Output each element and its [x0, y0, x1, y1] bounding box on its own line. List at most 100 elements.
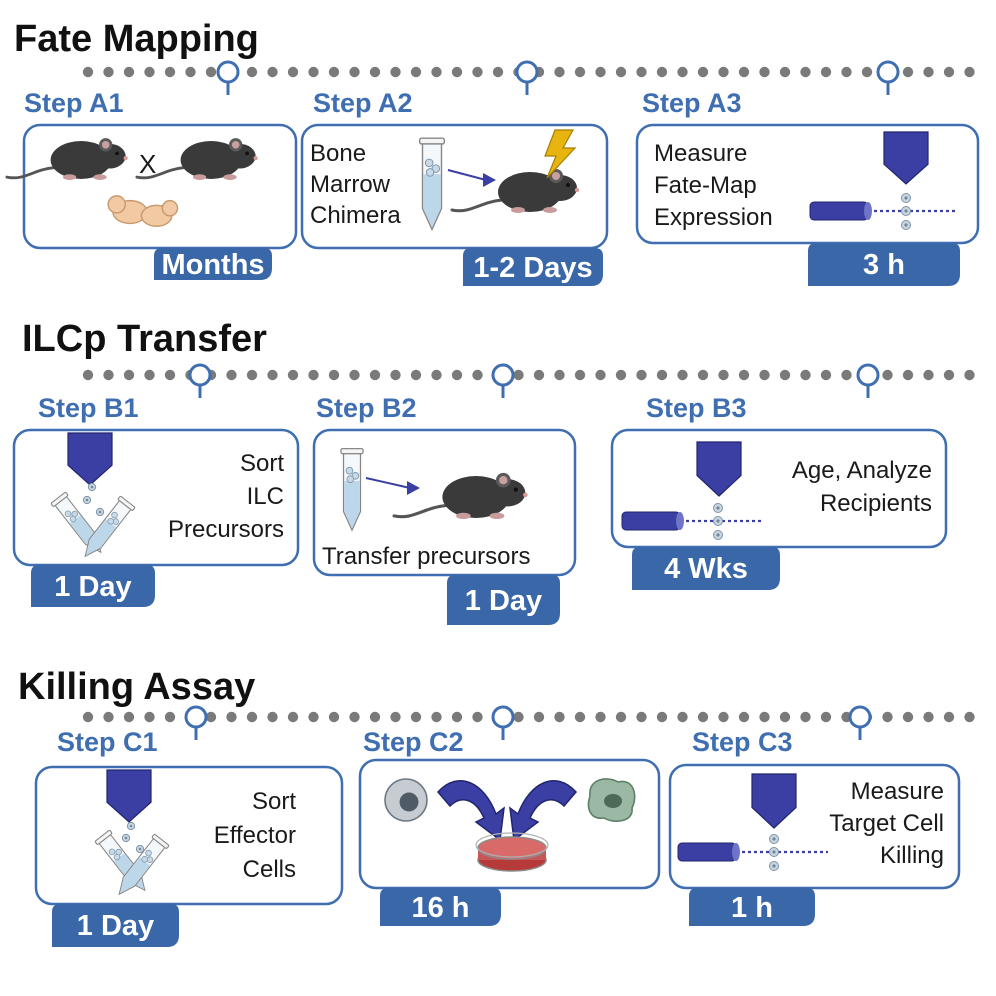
timeline-dot: [513, 369, 524, 381]
timeline-dot: [369, 66, 381, 78]
timeline-dot: [820, 369, 832, 381]
timeline-fate-mapping: [82, 60, 975, 95]
droplet-icon: [901, 206, 911, 216]
timeline-dot: [431, 66, 442, 78]
timeline-dot: [308, 369, 319, 381]
timeline-dot: [287, 711, 299, 723]
timeline-dot: [759, 369, 770, 381]
duration-label: 1 Day: [76, 910, 155, 942]
timeline-dot: [615, 711, 627, 723]
timeline-dot: [267, 711, 278, 723]
duration-tab-shape: [632, 547, 780, 590]
timeline-dot: [246, 711, 258, 723]
timeline-dot: [451, 369, 463, 381]
step-label-a1: Step A1: [24, 88, 124, 118]
embryo-icon: [107, 195, 179, 227]
step-c1-text: Cells: [242, 856, 296, 883]
step-label-b3: Step B3: [646, 393, 747, 423]
timeline-ilcp-transfer: [82, 363, 975, 398]
arrow-icon: [447, 169, 496, 187]
timeline-dot: [205, 711, 217, 723]
droplet-icon: [121, 833, 131, 843]
timeline-dot: [472, 711, 483, 723]
timeline-dot: [472, 66, 483, 78]
timeline-dot: [451, 66, 463, 78]
step-a2-text: Marrow: [310, 171, 391, 198]
duration-tab: [380, 888, 501, 926]
cytometer-nozzle-icon: [106, 769, 152, 823]
a2-step-box: [300, 123, 609, 286]
step-b1-text: Sort: [239, 450, 284, 477]
droplet-icon: [713, 530, 723, 540]
droplet-icon: [126, 821, 136, 831]
timeline-dot: [923, 711, 934, 723]
arrow-icon: [365, 477, 420, 495]
timeline-dot: [943, 66, 955, 78]
tube-icon: [84, 496, 136, 558]
cytometer-nozzle-icon: [883, 131, 929, 185]
timeline-dot: [718, 711, 729, 723]
timeline-pin-icon: [876, 60, 900, 95]
timeline-dot: [390, 711, 401, 723]
laser-icon: [809, 201, 958, 221]
timeline-dot: [246, 369, 258, 381]
duration-tab-shape: [447, 575, 560, 625]
duration-tab: [632, 547, 780, 590]
step-label-a3: Step A3: [642, 88, 742, 118]
curved-arrow-icon: [436, 780, 505, 842]
step-a3-text: Measure: [654, 140, 748, 167]
timeline-killing-assay: [82, 705, 975, 740]
timeline-dot: [595, 66, 606, 78]
section-title-killing-assay: Killing Assay: [18, 666, 256, 708]
step-label-a2: Step A2: [313, 88, 413, 118]
duration-label: 1 Day: [464, 584, 543, 617]
timeline-dot: [123, 369, 135, 381]
duration-tab-shape: [380, 888, 501, 926]
duration-tab-shape: [463, 248, 603, 286]
timeline-dot: [308, 711, 319, 723]
timeline-dot: [328, 369, 340, 381]
droplet-icon: [713, 503, 723, 513]
timeline-dot: [964, 369, 975, 381]
step-label-c2: Step C2: [363, 727, 464, 757]
timeline-dot: [164, 711, 176, 723]
timeline-dot: [103, 66, 114, 78]
timeline-dot: [574, 369, 586, 381]
timeline-dot: [636, 66, 647, 78]
timeline-dot: [369, 711, 381, 723]
step-box-frame: [668, 763, 961, 890]
tube-icon: [340, 447, 364, 532]
timeline-dot: [656, 711, 668, 723]
timeline-pin-icon: [491, 705, 515, 740]
timeline-dot: [820, 66, 832, 78]
timeline-dot: [902, 711, 914, 723]
step-b3-text: Recipients: [819, 490, 932, 517]
step-c3-text: Measure: [850, 778, 944, 805]
timeline-dot: [144, 711, 155, 723]
timeline-dot: [636, 711, 647, 723]
duration-tab: [463, 248, 603, 286]
timeline-dot: [328, 711, 340, 723]
timeline-dot: [779, 711, 791, 723]
timeline-dot: [595, 369, 606, 381]
timeline-dot: [533, 369, 545, 381]
step-box-frame: [300, 123, 609, 250]
timeline-dot: [390, 369, 401, 381]
timeline-dot: [943, 369, 955, 381]
duration-tab: [447, 575, 560, 625]
duration-label: 1-2 Days: [473, 251, 593, 284]
duration-label: 4 Wks: [664, 553, 748, 585]
timeline-dot: [82, 369, 94, 381]
timeline-dot: [923, 66, 934, 78]
step-label-b1: Step B1: [38, 393, 139, 423]
timeline-dot: [185, 66, 196, 78]
timeline-dot: [431, 369, 442, 381]
timeline-dot: [656, 369, 668, 381]
timeline-dot: [226, 369, 237, 381]
step-box-frame: [358, 758, 661, 890]
timeline-dot: [123, 711, 135, 723]
timeline-dot: [164, 369, 176, 381]
step-label-c1: Step C1: [57, 727, 158, 757]
droplet-icon: [769, 834, 779, 844]
